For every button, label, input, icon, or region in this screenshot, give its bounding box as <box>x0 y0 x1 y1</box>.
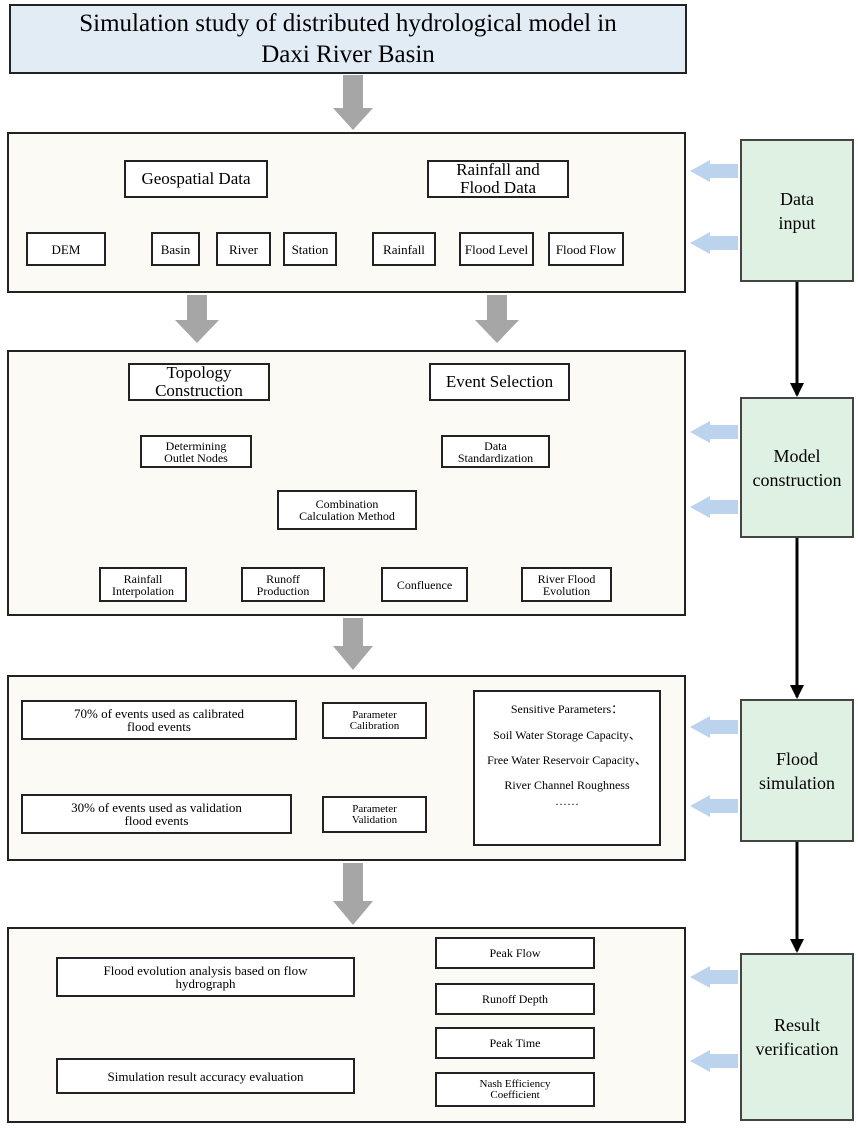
rainfall-interpolation-node: Rainfall Interpolation <box>99 567 187 602</box>
parameter-validation-node: Parameter Validation <box>322 796 427 833</box>
blue-left-arrow <box>690 160 738 182</box>
gray-down-arrow <box>175 295 219 343</box>
blue-left-arrow <box>690 496 738 518</box>
sensitive-parameter-item: River Channel Roughness <box>504 778 630 792</box>
panel-data-input <box>7 132 686 293</box>
outlet-nodes-node: Determining Outlet Nodes <box>140 435 252 468</box>
parameter-calibration-node: Parameter Calibration <box>322 702 427 739</box>
basin-node: Basin <box>151 232 200 266</box>
blue-left-arrow <box>690 232 738 254</box>
sensitive-parameter-item: Soil Water Storage Capacity、 <box>493 728 641 742</box>
sidebar-stage-data-input: Data input <box>740 139 854 282</box>
flood-evolution-analysis-node: Flood evolution analysis based on flow h… <box>56 957 355 997</box>
event-selection-node: Event Selection <box>429 363 570 401</box>
blue-arrows <box>690 160 738 1072</box>
runoff-production-node: Runoff Production <box>241 567 325 602</box>
sidebar-stage-flood-simulation: Flood simulation <box>740 699 854 842</box>
confluence-node: Confluence <box>381 567 468 602</box>
river-flood-evolution-node: River Flood Evolution <box>521 567 612 602</box>
runoff-depth-node: Runoff Depth <box>435 983 595 1015</box>
data-standardization-node: Data Standardization <box>441 435 550 468</box>
peak-time-node: Peak Time <box>435 1027 595 1059</box>
flood-level-node: Flood Level <box>459 232 534 266</box>
river-node: River <box>216 232 271 266</box>
sidebar-stage-model-construction: Model construction <box>740 397 854 538</box>
combination-method-node: Combination Calculation Method <box>277 490 417 530</box>
nash-efficiency-node: Nash Efficiency Coefficient <box>435 1072 595 1107</box>
topology-construction-node: Topology Construction <box>128 363 270 401</box>
geospatial-data-node: Geospatial Data <box>124 160 268 198</box>
sidebar-stage-result-verification: Result verification <box>740 953 854 1121</box>
blue-left-arrow <box>690 966 738 988</box>
gray-down-arrow <box>333 618 373 670</box>
gray-down-arrow <box>475 295 519 343</box>
diagram-title: Simulation study of distributed hydrolog… <box>9 4 687 74</box>
validation-events-node: 30% of events used as validation flood e… <box>21 794 292 834</box>
sensitive-parameter-ellipsis: …… <box>555 794 579 808</box>
sensitive-parameters-title: Sensitive Parameters： <box>510 702 624 716</box>
calibration-events-node: 70% of events used as calibrated flood e… <box>21 700 297 740</box>
sensitive-parameter-item: Free Water Reservoir Capacity、 <box>487 753 647 767</box>
blue-left-arrow <box>690 1050 738 1072</box>
sensitive-parameters-node: Sensitive Parameters： Soil Water Storage… <box>473 690 661 846</box>
rainfall-flood-data-node: Rainfall and Flood Data <box>427 160 569 198</box>
rainfall-node: Rainfall <box>372 232 436 266</box>
gray-down-arrow <box>333 75 373 130</box>
dem-node: DEM <box>26 232 106 266</box>
blue-left-arrow <box>690 716 738 738</box>
station-node: Station <box>283 232 337 266</box>
accuracy-evaluation-node: Simulation result accuracy evaluation <box>56 1058 355 1094</box>
flood-flow-node: Flood Flow <box>548 232 624 266</box>
blue-left-arrow <box>690 421 738 443</box>
blue-left-arrow <box>690 795 738 817</box>
gray-arrows <box>175 75 519 925</box>
peak-flow-node: Peak Flow <box>435 937 595 969</box>
gray-down-arrow <box>333 863 373 925</box>
